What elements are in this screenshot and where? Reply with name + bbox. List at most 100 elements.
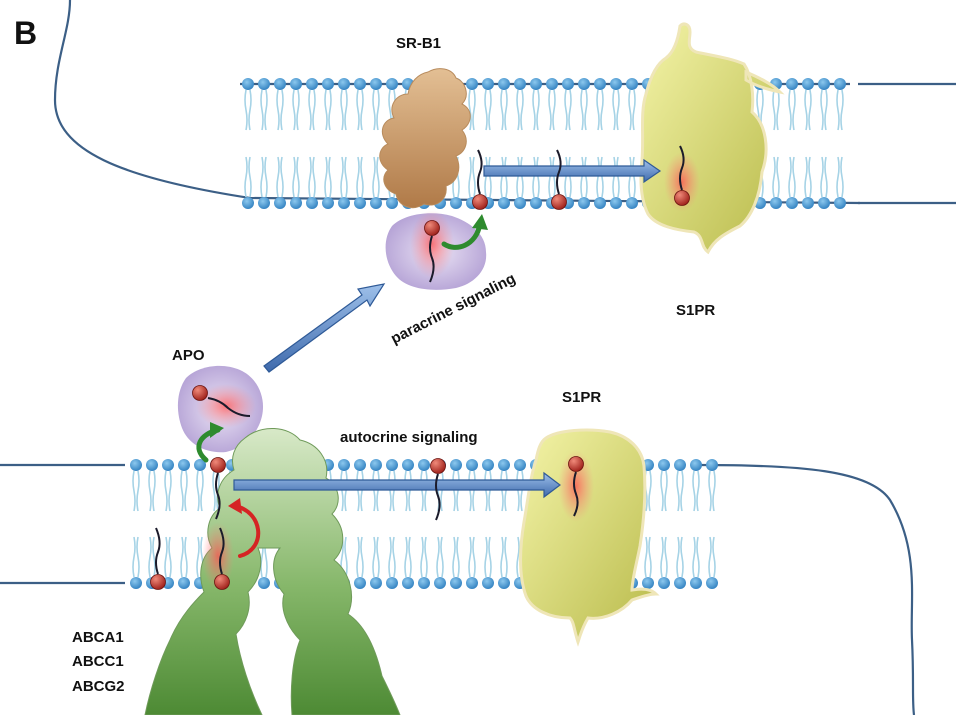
membrane-head bbox=[514, 197, 526, 209]
s1p-lipid-head bbox=[430, 458, 446, 474]
srb1-receptor bbox=[379, 68, 471, 209]
signaling-arrows bbox=[233, 158, 662, 499]
membrane-tail bbox=[136, 536, 140, 578]
s1p-lipid-tail bbox=[155, 527, 161, 575]
membrane-tail bbox=[360, 470, 364, 512]
membrane-head bbox=[130, 459, 142, 471]
s1p-lipid-tail bbox=[219, 527, 225, 575]
membrane-tail bbox=[344, 536, 348, 578]
membrane-tail bbox=[372, 470, 376, 512]
membrane-tail bbox=[500, 89, 504, 131]
membrane-tail bbox=[244, 89, 248, 131]
membrane-tail bbox=[376, 470, 380, 512]
membrane-tail bbox=[824, 156, 828, 198]
s1p-lipid-tail bbox=[679, 145, 685, 191]
membrane-tail bbox=[392, 470, 396, 512]
membrane-tail bbox=[356, 536, 360, 578]
s1p-lipid-tail bbox=[429, 235, 435, 283]
membrane-tail bbox=[596, 156, 600, 198]
abcc1-label: ABCC1 bbox=[72, 653, 124, 670]
membrane-head bbox=[466, 78, 478, 90]
green-curved-arrow-top bbox=[441, 214, 488, 250]
membrane-tail bbox=[820, 89, 824, 131]
s1p-lipid-tail bbox=[556, 149, 562, 195]
membrane-head bbox=[354, 577, 366, 589]
membrane-tail bbox=[328, 89, 332, 131]
membrane-tail bbox=[248, 89, 252, 131]
membrane-tail bbox=[360, 89, 364, 131]
membrane-tail bbox=[292, 156, 296, 198]
membrane-tail bbox=[836, 89, 840, 131]
membrane-head bbox=[322, 197, 334, 209]
membrane-tail bbox=[468, 89, 472, 131]
membrane-tail bbox=[260, 156, 264, 198]
membrane-head bbox=[498, 197, 510, 209]
membrane-tail bbox=[152, 470, 156, 512]
membrane-tail bbox=[340, 89, 344, 131]
membrane-tail bbox=[488, 536, 492, 578]
membrane-tail bbox=[664, 536, 668, 578]
membrane-tail bbox=[392, 536, 396, 578]
membrane-tail bbox=[520, 470, 524, 512]
membrane-tail bbox=[648, 536, 652, 578]
membrane-tail bbox=[472, 536, 476, 578]
membrane-head bbox=[258, 78, 270, 90]
membrane-head bbox=[562, 78, 574, 90]
membrane-tail bbox=[376, 536, 380, 578]
membrane-tail bbox=[340, 470, 344, 512]
membrane-tail bbox=[792, 156, 796, 198]
membrane-head bbox=[658, 459, 670, 471]
membrane-tail bbox=[660, 536, 664, 578]
membrane-head bbox=[370, 459, 382, 471]
membrane-tail bbox=[248, 156, 252, 198]
membrane-tail bbox=[488, 89, 492, 131]
membrane-tail bbox=[404, 470, 408, 512]
membrane-tail bbox=[324, 156, 328, 198]
membrane-head bbox=[386, 78, 398, 90]
membrane-tail bbox=[472, 89, 476, 131]
membrane-head bbox=[322, 78, 334, 90]
s1p-lipid-tail bbox=[215, 472, 221, 520]
membrane-tail bbox=[504, 89, 508, 131]
membrane-head bbox=[690, 459, 702, 471]
s1p-lipid-head bbox=[210, 457, 226, 473]
membrane-head bbox=[530, 78, 542, 90]
membrane-head bbox=[594, 78, 606, 90]
membrane-head bbox=[402, 459, 414, 471]
membrane-tail bbox=[344, 470, 348, 512]
membrane-tail bbox=[568, 156, 572, 198]
membrane-tail bbox=[840, 156, 844, 198]
s1p-lipid-tail bbox=[477, 149, 483, 195]
membrane-tail bbox=[680, 536, 684, 578]
membrane-tail bbox=[424, 470, 428, 512]
membrane-tail bbox=[484, 536, 488, 578]
membrane-tail bbox=[152, 536, 156, 578]
membrane-tail bbox=[836, 156, 840, 198]
membrane-tail bbox=[488, 156, 492, 198]
membrane-tail bbox=[648, 470, 652, 512]
membrane-tail bbox=[356, 89, 360, 131]
membrane-tail bbox=[468, 156, 472, 198]
membrane-tail bbox=[168, 536, 172, 578]
s1p-lipid-head bbox=[674, 190, 690, 206]
membrane-tail bbox=[196, 536, 200, 578]
membrane-tail bbox=[456, 536, 460, 578]
membrane-tail bbox=[500, 470, 504, 512]
membrane-tail bbox=[516, 536, 520, 578]
s1pr-receptor-top bbox=[639, 22, 785, 255]
membrane-tail bbox=[564, 156, 568, 198]
s1p-lipid-head bbox=[192, 385, 208, 401]
membrane-tail bbox=[708, 470, 712, 512]
membrane-tail bbox=[308, 89, 312, 131]
s1p-lipid-tail bbox=[207, 397, 251, 417]
membrane-tail bbox=[356, 470, 360, 512]
membrane-head bbox=[178, 459, 190, 471]
membrane-tail bbox=[660, 470, 664, 512]
membrane-head bbox=[418, 577, 430, 589]
membrane-head bbox=[386, 459, 398, 471]
membrane-tail bbox=[312, 156, 316, 198]
membrane-tail bbox=[468, 470, 472, 512]
s1p-lipid-head bbox=[472, 194, 488, 210]
membrane-head bbox=[498, 78, 510, 90]
